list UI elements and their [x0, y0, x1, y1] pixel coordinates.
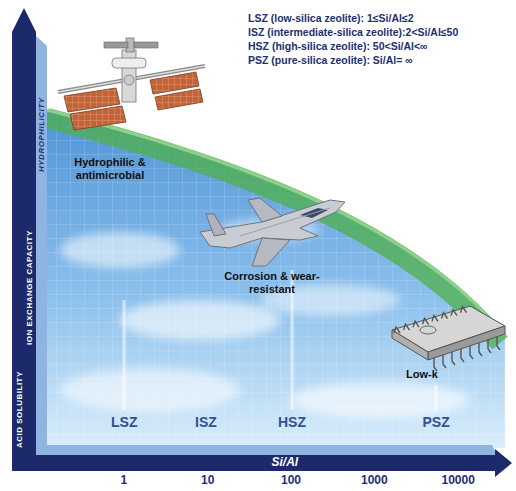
chip-pin	[461, 349, 464, 362]
legend-line: ISZ (intermediate-silica zeolite):2<Si/A…	[248, 26, 458, 38]
chip-pin	[423, 318, 429, 324]
axis-title: HYDROPHILICITY	[37, 97, 46, 172]
cloud-group	[47, 100, 507, 450]
x-axis-bar	[12, 449, 512, 477]
application-label: Hydrophilic & antimicrobial	[62, 156, 158, 181]
legend-line: HSZ (high-silica zeolite): 50<Si/Al<∞	[248, 40, 428, 52]
chip-pin	[479, 343, 482, 356]
zone-label: LSZ	[111, 414, 137, 430]
tick-label: 100	[281, 474, 301, 488]
fighter-jet	[200, 198, 345, 266]
application-label: Low-k	[406, 368, 438, 381]
tick-label: 1	[121, 474, 128, 488]
chip-pin	[413, 321, 419, 327]
chip-pin	[451, 310, 457, 316]
chip-pin	[432, 315, 438, 321]
space-station	[58, 38, 205, 130]
x-axis-face	[36, 445, 497, 455]
legend-line: PSZ (pure-silica zeolite): Si/Al= ∞	[248, 54, 413, 66]
chip-pin	[488, 340, 491, 353]
zone-label: PSZ	[423, 414, 450, 430]
tick-label: 1000	[361, 474, 388, 488]
chip-pin	[443, 355, 446, 368]
chip-pin	[461, 307, 467, 313]
green-band	[47, 118, 500, 343]
chip-pin	[497, 337, 500, 350]
microchip	[392, 306, 505, 371]
legend-line: LSZ (low-silica zeolite): 1≤Si/Al≤2	[248, 12, 414, 24]
chip-pin	[452, 352, 455, 365]
chip-pin	[470, 346, 473, 359]
application-label: Corrosion & wear-resistant	[224, 270, 320, 295]
chip-pin	[442, 313, 448, 319]
axis-title: ION EXCHANGE CAPACITY	[25, 230, 34, 345]
tick-label: 10000	[442, 474, 475, 488]
zone-label: HSZ	[278, 414, 306, 430]
zone-line	[124, 270, 436, 410]
zone-label: ISZ	[195, 414, 217, 430]
tick-label: 10	[201, 474, 214, 488]
chip-pin	[394, 327, 400, 333]
y-axis-bar	[12, 8, 36, 458]
axis-title: Si/Al	[272, 456, 299, 470]
chip-pin	[404, 324, 410, 330]
y-axis-face	[36, 36, 47, 455]
axis-title: ACID SOLUBILITY	[15, 371, 24, 448]
green-band-edge	[47, 110, 505, 335]
